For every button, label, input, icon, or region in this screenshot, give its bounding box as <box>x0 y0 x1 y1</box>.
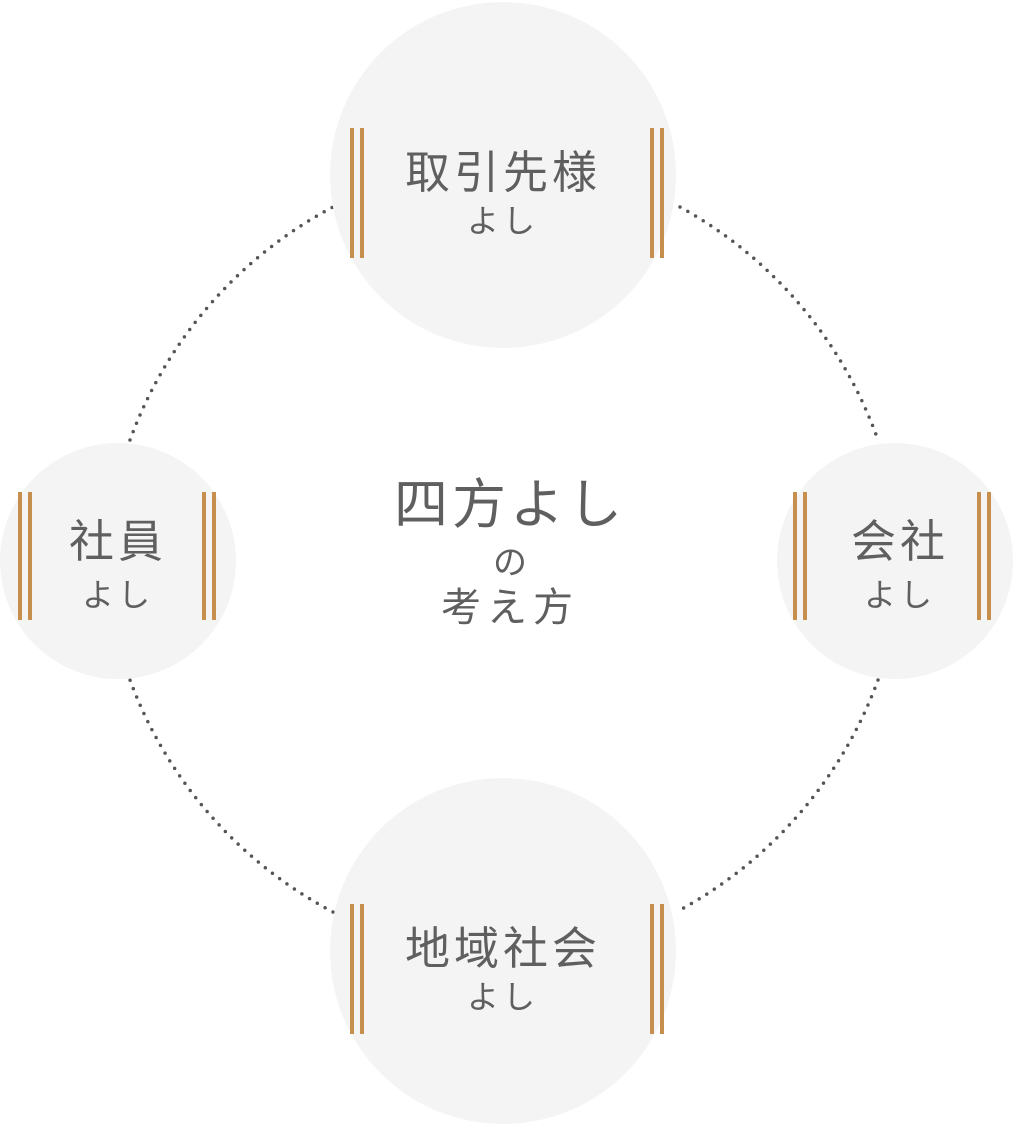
node-subtitle: よし <box>81 576 154 614</box>
accent-bar-right <box>977 492 991 620</box>
connector-top-right <box>678 205 880 442</box>
accent-bar-left <box>350 128 364 258</box>
center-subtitle: 考え方 <box>441 585 579 631</box>
accent-bar-left <box>18 492 32 620</box>
center-particle: の <box>493 543 527 583</box>
node-title: 地域社会 <box>404 922 601 975</box>
node-company: 会社 よし <box>777 443 1013 679</box>
node-subtitle: よし <box>466 978 539 1016</box>
connector-bottom-left <box>128 678 335 914</box>
node-title: 会社 <box>850 515 949 568</box>
center-title: 四方よし <box>394 473 626 536</box>
node-local-community: 地域社会 よし <box>330 778 676 1124</box>
connector-top-left <box>128 205 335 442</box>
accent-bar-right <box>202 492 216 620</box>
accent-bar-right <box>650 128 664 258</box>
node-subtitle: よし <box>863 576 936 614</box>
center-heading: 四方よし の 考え方 <box>380 473 640 631</box>
accent-bar-left <box>350 904 364 1034</box>
node-employees: 社員 よし <box>0 443 236 679</box>
connector-bottom-right <box>678 678 880 912</box>
accent-bar-right <box>650 904 664 1034</box>
node-subtitle: よし <box>466 202 539 240</box>
node-title: 社員 <box>68 515 167 568</box>
node-business-partners: 取引先様 よし <box>330 2 676 348</box>
node-title: 取引先様 <box>404 146 601 199</box>
accent-bar-left <box>793 492 807 620</box>
